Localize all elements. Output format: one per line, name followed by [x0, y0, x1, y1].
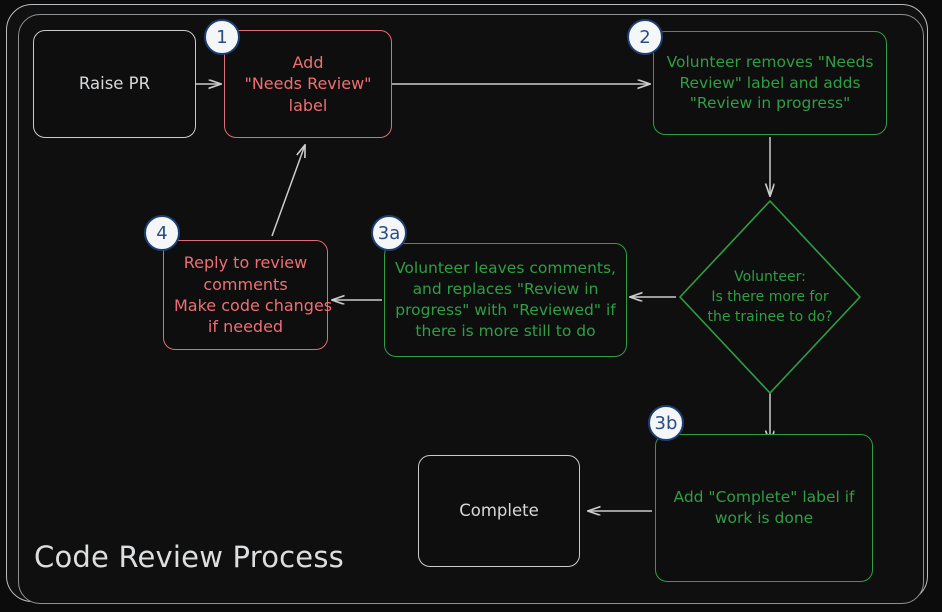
text-line: work is done	[714, 509, 814, 527]
node-decision-volunteer-more-work[interactable]: Volunteer: Is there more for the trainee t…	[676, 197, 864, 397]
text-line: if needed	[207, 317, 284, 337]
node-raise-pr-label: Raise PR	[34, 73, 195, 95]
edge-reply-to-add-label	[271, 145, 305, 237]
text-line: Reply to review	[183, 253, 308, 273]
node-add-complete-label-text: Add "Complete" label if work is done	[656, 487, 872, 529]
text-line: Volunteer removes "Needs	[666, 52, 874, 71]
diamond-shape	[679, 200, 861, 394]
node-volunteer-leaves-comments-text: Volunteer leaves comments, and replaces "…	[385, 258, 626, 341]
text-line: "Needs Review"	[244, 74, 372, 94]
node-add-complete-label[interactable]: Add "Complete" label if work is done	[655, 434, 873, 582]
text-line: Make code changes	[174, 296, 333, 315]
text-line: Raise PR	[78, 73, 151, 93]
text-line: there is more still to do	[415, 321, 596, 340]
text-line: Add	[292, 52, 324, 72]
node-complete-label: Complete	[419, 500, 579, 522]
step-badge-4[interactable]: 4	[144, 215, 180, 251]
text-line: "Review in progress"	[689, 94, 851, 113]
node-add-needs-review-label-text: Add"Needs Review"label	[225, 52, 391, 116]
text-line: comments	[203, 274, 288, 294]
node-add-needs-review-label[interactable]: Add"Needs Review"label	[224, 30, 392, 138]
step-badge-3a[interactable]: 3a	[371, 215, 407, 251]
text-line: Volunteer:	[734, 268, 806, 285]
text-line: the trainee to do?	[707, 309, 833, 326]
step-badge-2[interactable]: 2	[627, 19, 663, 55]
node-complete[interactable]: Complete	[418, 455, 580, 567]
text-line: label	[288, 95, 328, 115]
node-raise-pr[interactable]: Raise PR	[33, 30, 196, 138]
text-line: Add "Complete" label if	[673, 488, 855, 507]
diagram-title: Code Review Process	[34, 540, 344, 574]
text-line: Volunteer leaves comments,	[395, 259, 616, 278]
text-line: Complete	[459, 500, 539, 520]
text-line: Review" label and adds	[679, 73, 861, 92]
text-line: and replaces "Review in	[412, 280, 599, 299]
text-line: progress" with "Reviewed" if	[395, 301, 616, 319]
text-line: Is there more for	[711, 288, 829, 305]
step-badge-1[interactable]: 1	[204, 19, 240, 55]
step-badge-3b[interactable]: 3b	[648, 405, 684, 441]
node-decision-label: Volunteer: Is there more for the trainee t…	[676, 197, 864, 397]
node-volunteer-leaves-comments[interactable]: Volunteer leaves comments, and replaces "…	[384, 243, 627, 357]
